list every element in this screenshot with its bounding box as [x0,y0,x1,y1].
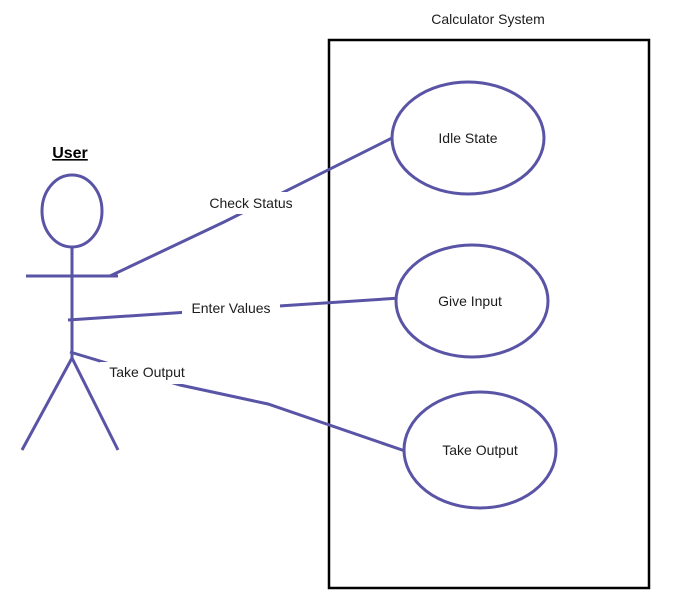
association-label-enter-values: Enter Values [182,296,280,320]
association-label-take-output: Take Output [100,362,194,384]
actor-left-leg [20,357,74,451]
actor-user: User [20,145,120,451]
use-case-ellipse [394,243,550,359]
actor-name: User [52,145,88,162]
use-case-idle-state: Idle State [390,80,546,196]
association-label: Take Output [109,364,185,380]
use-case-ellipse [402,390,558,510]
use-case-give-input: Give Input [394,243,550,359]
use-case-label: Give Input [438,293,502,309]
use-case-label: Idle State [438,130,497,146]
system-boundary [327,38,651,590]
use-case-take-output: Take Output [402,390,558,510]
system-title: Calculator System [431,11,545,27]
actor-right-leg [70,357,120,451]
actor-head [40,173,104,249]
association-line-check-status [109,135,395,278]
use-case-ellipse [390,80,546,196]
association-label-check-status: Check Status [202,192,300,214]
association-label: Enter Values [191,300,270,316]
association-label: Check Status [209,195,292,211]
use-case-label: Take Output [442,442,518,458]
association-lines [67,135,409,454]
